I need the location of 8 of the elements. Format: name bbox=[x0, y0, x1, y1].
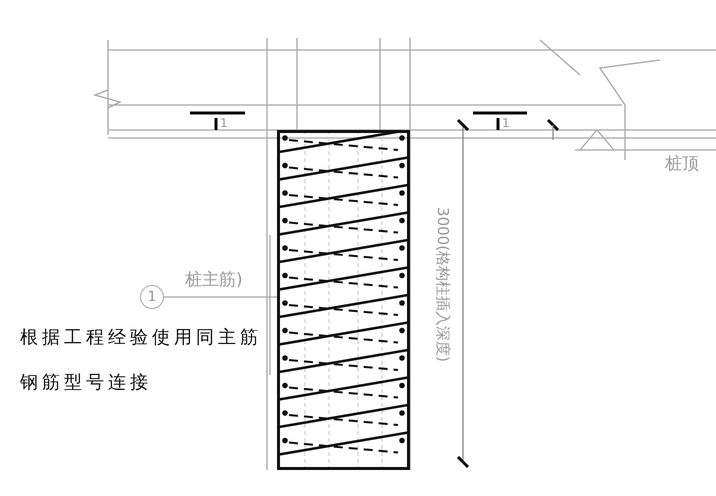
note-text: 根据工程经验使用同主筋钢筋型号连接 bbox=[20, 326, 263, 395]
section-number: 1 bbox=[220, 116, 228, 130]
level-label: 桩顶 bbox=[665, 153, 699, 175]
dimension-label: 3000(格构柱插入深度) bbox=[432, 207, 452, 362]
leader-line bbox=[164, 296, 277, 298]
part-label: 桩主筋) bbox=[185, 269, 243, 291]
section-number: 1 bbox=[502, 116, 510, 130]
callout-circle: 1 bbox=[140, 285, 164, 309]
